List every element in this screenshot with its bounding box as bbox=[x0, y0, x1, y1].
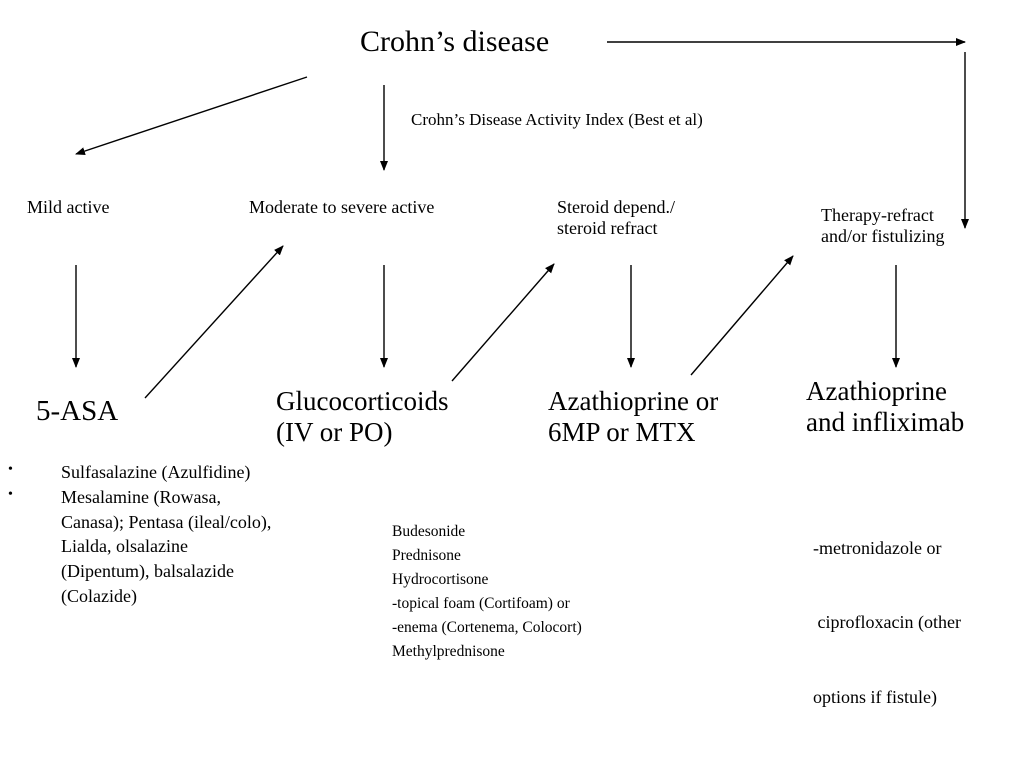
list-item: Budesonide bbox=[392, 523, 466, 540]
stage-mild-active: Mild active bbox=[27, 197, 110, 217]
page-title: Crohn’s disease bbox=[360, 25, 550, 58]
bullet-icon: • bbox=[8, 462, 13, 477]
list-item: -topical foam (Cortifoam) or bbox=[392, 595, 570, 613]
arrow-glucocorticoids-to-steroid bbox=[451, 263, 555, 382]
treatment-azathioprine-6mp-mtx: Azathioprine or 6MP or MTX bbox=[548, 386, 719, 448]
asa-drug-list: • Sulfasalazine (Azulfidine) • Mesalamin… bbox=[8, 460, 276, 609]
arrow-azathioprine-to-refractory bbox=[690, 255, 794, 376]
arrow-title-to-mild bbox=[75, 76, 308, 155]
list-item: • Sulfasalazine (Azulfidine) bbox=[8, 462, 251, 482]
stage-steroid-dependent: Steroid depend./ steroid refract bbox=[557, 197, 675, 238]
treatment-azathioprine-infliximab: Azathioprine and infliximab bbox=[806, 376, 965, 438]
list-item: • Mesalamine (Rowasa, Canasa); Pentasa (… bbox=[8, 486, 272, 607]
stage-moderate-severe: Moderate to severe active bbox=[249, 197, 435, 217]
list-item: -enema (Cortenema, Colocort) bbox=[392, 619, 582, 637]
list-item: Hydrocortisone bbox=[392, 571, 489, 589]
list-item: Prednisone bbox=[392, 547, 461, 565]
activity-index-label: Crohn’s Disease Activity Index (Best et … bbox=[411, 110, 703, 129]
treatment-5asa: 5-ASA bbox=[36, 395, 119, 427]
steroid-drug-list: Budesonide Prednisone Hydrocortisone -to… bbox=[392, 520, 582, 664]
stage-therapy-refractory: Therapy-refract and/or fistulizing bbox=[821, 205, 945, 246]
bullet-icon: • bbox=[8, 486, 13, 502]
list-item: Methylprednisone bbox=[392, 643, 505, 661]
fistula-note: -metronidazole or ciprofloxacin (other o… bbox=[813, 537, 961, 707]
treatment-glucocorticoids: Glucocorticoids (IV or PO) bbox=[276, 386, 449, 448]
arrow-5asa-to-moderate bbox=[144, 245, 284, 399]
